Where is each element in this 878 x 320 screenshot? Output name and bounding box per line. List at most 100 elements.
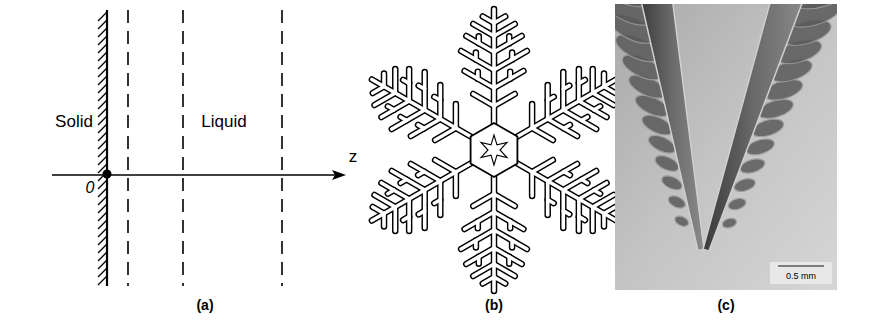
panel-label: (b) [485,298,503,312]
flake-branch-outline [494,230,527,249]
flake-branch-outline [374,93,395,105]
flake-branch-fill [411,119,440,136]
flake-branch-fill [593,93,614,105]
flake-branch-outline [529,172,536,196]
flake-branch-fill [561,190,565,228]
flake-branch-outline [374,195,395,207]
flake-branch-fill [474,240,478,247]
flake-branch-fill [494,230,527,249]
flake-branch-fill [454,104,458,128]
flake-branch-fill [477,36,481,43]
interface-sketch [52,10,346,286]
axis-arrowhead [332,170,346,180]
hatch-line [98,180,107,189]
hatch-line [98,60,107,69]
flake-branch-fill [561,72,565,110]
region-label: Solid [55,113,93,130]
flake-branch-outline [392,110,425,129]
flake-branch-fill [435,160,456,172]
flake-branch-outline [435,160,456,172]
flake-branch-fill [579,80,585,84]
flake-branch-fill [494,94,515,106]
flake-branch-fill [515,80,616,139]
flake-branch-fill [508,72,512,79]
hatch-line [98,132,107,141]
flake-branch-fill [473,94,494,106]
flake-branch-fill [465,212,494,229]
hatch-line [98,92,107,101]
flake-branch-outline [515,80,616,139]
flake-branch-fill [392,171,425,190]
flake-branch-fill [374,93,395,105]
flake-branch-fill [604,207,615,214]
flake-branch-outline [494,212,523,229]
flake-branch-outline [494,71,523,88]
flake-branch-outline [593,195,614,207]
snowflake-drawing [372,9,616,291]
flake-branch-outline [401,117,407,121]
flake-branch-fill [454,172,458,196]
hatch-line [98,156,107,165]
flake-branch-outline [532,128,553,140]
flake-branch-outline [465,71,494,88]
flake-branch-fill [494,36,522,52]
flake-branch-fill [530,104,534,128]
flake-center-hexagon [471,123,518,177]
flake-branch-fill [579,217,585,221]
hatch-line [98,52,107,61]
flake-branch-fill [423,72,427,110]
flake-branch-fill [494,71,523,88]
flake-branch-fill [466,36,494,52]
flake-branch-fill [494,17,505,24]
hatch-line [98,68,107,77]
flake-branch-outline [532,160,553,172]
hatch-line [98,84,107,93]
flake-branch-outline [581,180,587,184]
flake-branch-outline [564,172,570,176]
flake-branch-outline [465,212,494,229]
flake-branch-outline [515,162,616,221]
flake-center-star [481,135,507,165]
flake-branch-outline [579,183,607,199]
scale-bar-patch [770,262,832,284]
flake-branch-outline [473,94,494,106]
dendrite-arm [639,4,704,251]
panel-label: (c) [717,298,734,312]
flake-branch-fill [515,162,616,221]
flake-branch-fill [473,264,494,276]
flake-branch-fill [532,160,553,172]
flake-branch-fill [593,195,614,207]
hatch-line [98,276,107,285]
hatch-line [98,140,107,149]
flake-branch-outline [435,128,456,140]
flake-branch-fill [563,211,569,215]
flake-branch-fill [530,172,534,196]
flake-branch-fill [474,53,478,60]
flake-branch-outline [453,104,460,128]
flake-branch-fill [372,80,473,139]
flake-branch-outline [548,119,577,136]
flake-branch-outline [373,207,384,214]
z-axis [52,174,338,176]
flake-branch-fill [494,277,505,284]
hatch-line [98,260,107,269]
flake-branch-fill [465,71,494,88]
flake-branch-outline [473,24,494,36]
flake-branch-fill [548,97,554,101]
flake-branch-fill [466,248,494,264]
flake-branch-fill [563,171,596,190]
hatch-line [98,116,107,125]
hatch-line [98,12,107,21]
flake-branch-fill [532,128,553,140]
flake-branch-fill [564,125,570,129]
hatch-line [98,244,107,253]
panel-label: (a) [196,298,213,312]
flake-branch-fill [548,200,554,204]
flake-branch-fill [381,183,409,199]
hatch-line [98,100,107,109]
dendrite-side-lobe [721,217,738,230]
flake-branch-fill [401,180,407,184]
flake-branch-fill [418,125,424,129]
origin-label: 0 [86,180,95,196]
flake-branch-fill [483,17,494,24]
